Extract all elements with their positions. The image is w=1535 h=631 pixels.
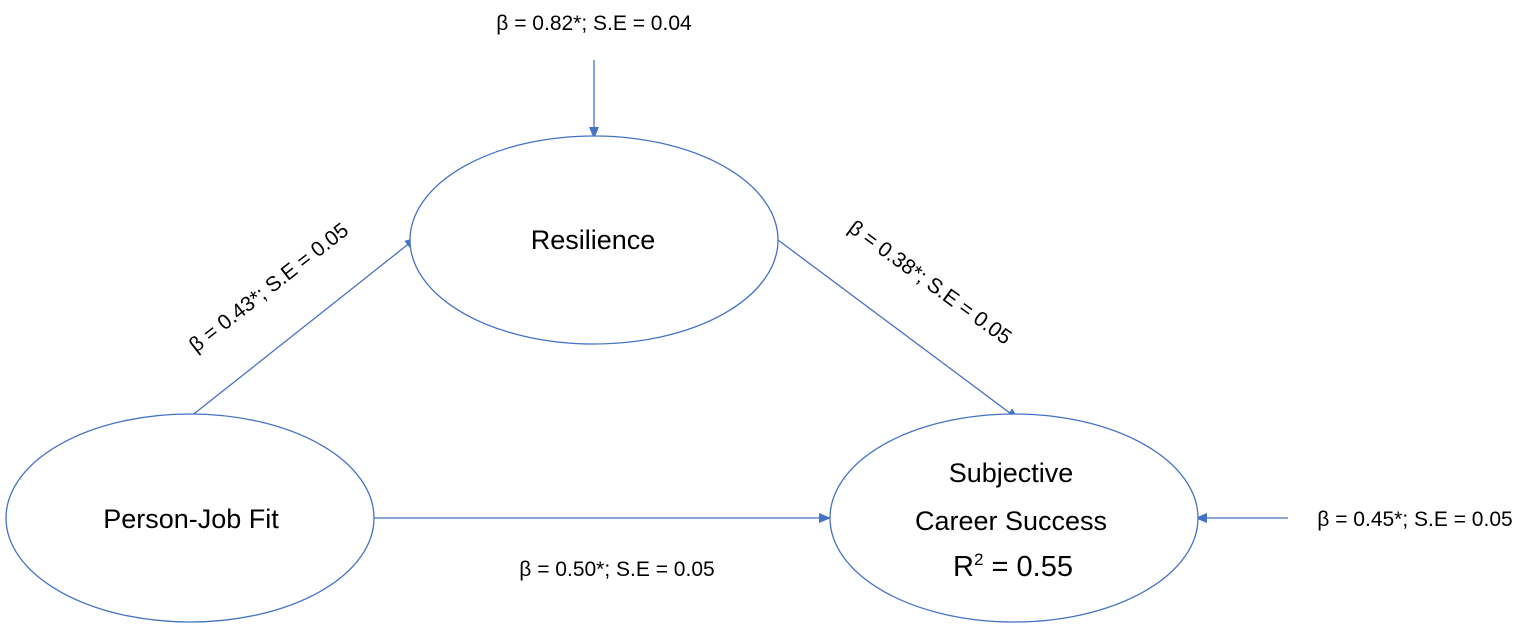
r-squared-label: R2 = 0.55 [953, 550, 1073, 583]
success-label-line1: Subjective [949, 458, 1074, 488]
node-resilience [409, 135, 779, 345]
coef-resilience-to-success: β = 0.38*; S.E = 0.05 [844, 216, 1016, 349]
arrow-fit-to-resilience [189, 237, 417, 418]
r-squared-value: = 0.55 [983, 551, 1073, 583]
success-label-line2: Career Success [915, 506, 1107, 536]
node-subjective-career-success [829, 413, 1199, 623]
r-squared-prefix: R [953, 551, 974, 583]
coef-error-resilience: β = 0.82*; S.E = 0.04 [496, 12, 692, 35]
r-squared-superscript: 2 [974, 550, 983, 569]
arrow-resilience-to-success [777, 239, 1019, 420]
coef-fit-to-success: β = 0.50*; S.E = 0.05 [519, 558, 714, 581]
node-person-job-fit [5, 413, 375, 623]
person-job-fit-label: Person-Job Fit [103, 504, 279, 534]
coef-fit-to-resilience: β = 0.43*; S.E = 0.05 [185, 219, 353, 357]
resilience-label: Resilience [531, 225, 656, 255]
coef-error-success: β = 0.45*; S.E = 0.05 [1317, 508, 1512, 531]
